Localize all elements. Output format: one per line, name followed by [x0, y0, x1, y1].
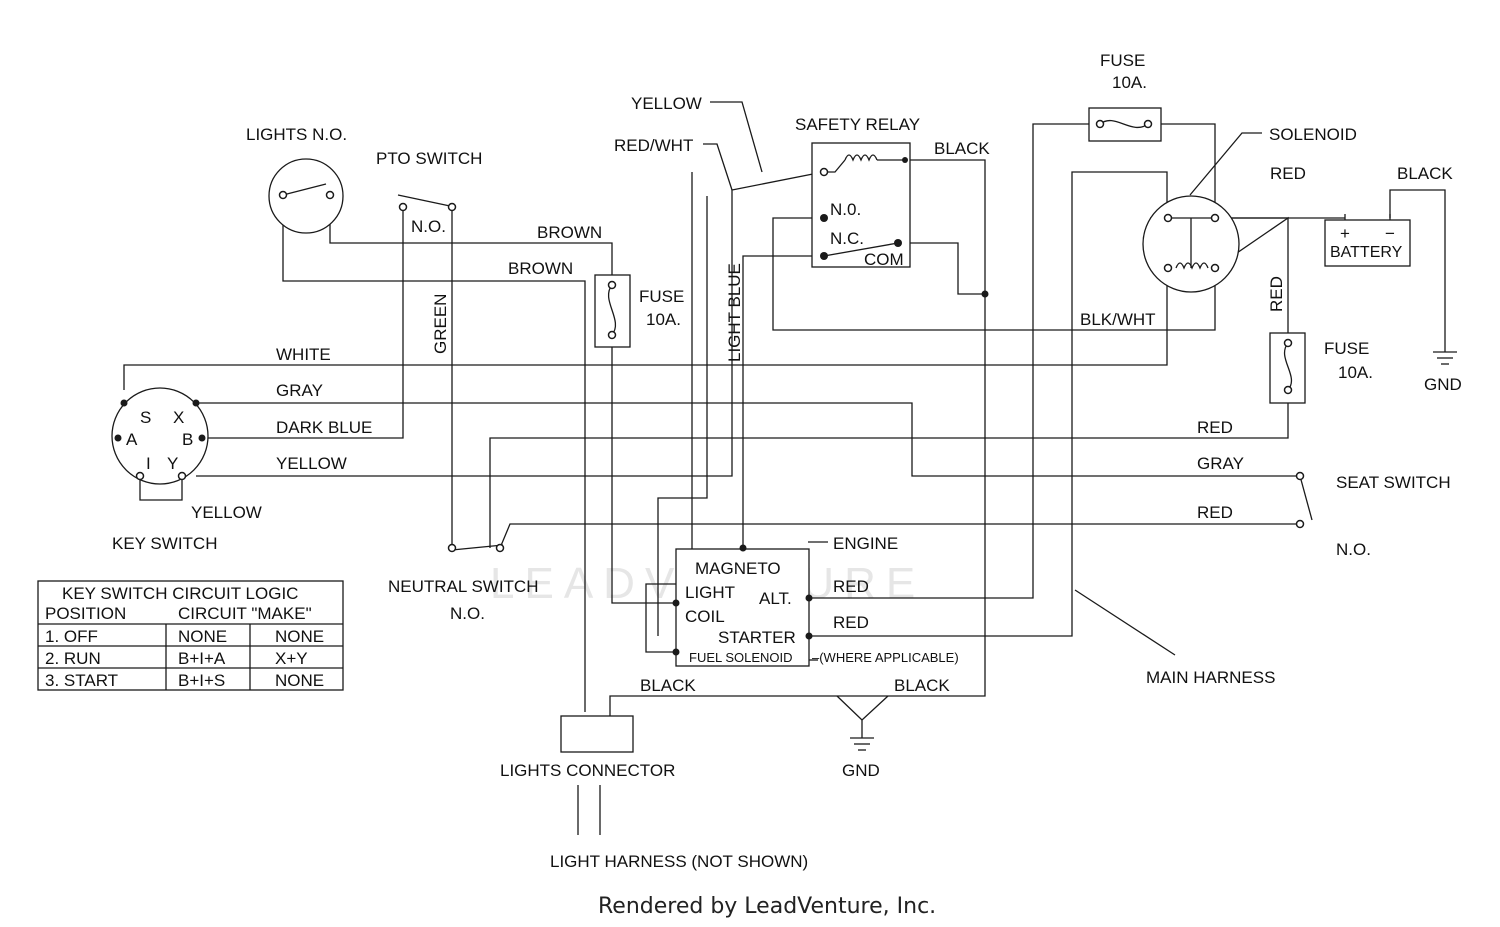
- table-col-position: POSITION: [45, 604, 126, 623]
- label-lights-connector: LIGHTS CONNECTOR: [500, 761, 675, 780]
- label-relay-nc: N.C.: [830, 229, 864, 248]
- key-switch-logic-table: KEY SWITCH CIRCUIT LOGIC POSITION CIRCUI…: [37, 580, 344, 691]
- label-lights-no: LIGHTS N.O.: [246, 125, 347, 144]
- label-bat-black: BLACK: [1397, 164, 1453, 183]
- table-row-c1: B+I+S: [178, 671, 225, 690]
- label-light: LIGHT: [685, 583, 735, 602]
- label-brown-1: BROWN: [537, 223, 602, 242]
- label-eng-red-1: RED: [833, 577, 869, 596]
- label-light-blue: LIGHT BLUE: [725, 263, 744, 362]
- label-bat-minus: −: [1385, 224, 1395, 243]
- label-ks-a: A: [126, 430, 138, 449]
- label-white: WHITE: [276, 345, 331, 364]
- wires: [123, 101, 1446, 835]
- label-seat-switch: SEAT SWITCH: [1336, 473, 1451, 492]
- table-row-pos: 3. START: [45, 671, 118, 690]
- label-main-harness: MAIN HARNESS: [1146, 668, 1275, 687]
- label-where-applicable: –(WHERE APPLICABLE): [812, 650, 959, 665]
- table-row-c2: NONE: [275, 671, 324, 690]
- ground-right-icon: [1433, 351, 1457, 365]
- label-light-harness: LIGHT HARNESS (NOT SHOWN): [550, 852, 808, 871]
- label-starter: STARTER: [718, 628, 796, 647]
- label-fuel-solenoid: FUEL SOLENOID: [689, 650, 793, 665]
- label-magneto: MAGNETO: [695, 559, 781, 578]
- lights-connector: [560, 715, 634, 753]
- label-fuse-right-rating: 10A.: [1338, 363, 1373, 382]
- label-relay-no: N.0.: [830, 200, 861, 219]
- label-fuse-top: FUSE: [1100, 51, 1145, 70]
- label-seat-no: N.O.: [1336, 540, 1371, 559]
- fuse-top: [1088, 107, 1162, 142]
- label-fuse-left: FUSE: [639, 287, 684, 306]
- table-row-pos: 1. OFF: [45, 627, 98, 646]
- fuse-right: [1269, 332, 1306, 404]
- label-bat-plus: +: [1340, 224, 1350, 243]
- label-pto-switch: PTO SWITCH: [376, 149, 482, 168]
- battery: [1324, 214, 1411, 267]
- key-switch: [111, 387, 209, 485]
- table-row-c2: NONE: [275, 627, 324, 646]
- label-red-vertical: RED: [1267, 276, 1286, 312]
- label-yellow-mid: YELLOW: [276, 454, 347, 473]
- label-safety-relay: SAFETY RELAY: [795, 115, 920, 134]
- label-gray-right: GRAY: [1197, 454, 1244, 473]
- label-yellow-top: YELLOW: [631, 94, 702, 113]
- seat-switch: [1295, 471, 1313, 529]
- label-dark-blue: DARK BLUE: [276, 418, 372, 437]
- label-relay-black: BLACK: [934, 139, 990, 158]
- label-fuse-right: FUSE: [1324, 339, 1369, 358]
- label-gnd-bottom: GND: [842, 761, 880, 780]
- table-row-c2: X+Y: [275, 649, 308, 668]
- neutral-switch: [447, 543, 505, 553]
- label-black-left: BLACK: [640, 676, 696, 695]
- safety-relay: [811, 142, 911, 268]
- label-ks-x: X: [173, 408, 184, 427]
- labels: LIGHTS N.O. PTO SWITCH N.O. BROWN BROWN …: [112, 51, 1462, 871]
- label-sol-red: RED: [1270, 164, 1306, 183]
- label-brown-2: BROWN: [508, 259, 573, 278]
- engine-block: [672, 544, 813, 667]
- label-engine: ENGINE: [833, 534, 898, 553]
- label-eng-red-2: RED: [833, 613, 869, 632]
- label-battery: BATTERY: [1330, 244, 1403, 261]
- table-row-c1: B+I+A: [178, 649, 226, 668]
- pto-switch: [397, 194, 457, 212]
- label-blk-wht: BLK/WHT: [1080, 310, 1156, 329]
- label-solenoid: SOLENOID: [1269, 125, 1357, 144]
- label-key-switch: KEY SWITCH: [112, 534, 217, 553]
- ground-bottom-icon: [850, 737, 874, 751]
- label-ks-y: Y: [167, 454, 178, 473]
- label-relay-com: COM: [864, 250, 904, 269]
- label-gray: GRAY: [276, 381, 323, 400]
- table-title: KEY SWITCH CIRCUIT LOGIC: [62, 584, 298, 603]
- label-alt: ALT.: [759, 589, 792, 608]
- label-red-right-1: RED: [1197, 418, 1233, 437]
- label-coil: COIL: [685, 607, 725, 626]
- label-red-right-2: RED: [1197, 503, 1233, 522]
- label-fuse-top-rating: 10A.: [1112, 73, 1147, 92]
- label-red-wht: RED/WHT: [614, 136, 693, 155]
- fuse-left: [594, 274, 631, 348]
- label-ks-b: B: [182, 430, 193, 449]
- label-neutral-no: N.O.: [450, 604, 485, 623]
- label-gnd-right: GND: [1424, 375, 1462, 394]
- label-fuse-left-rating: 10A.: [646, 310, 681, 329]
- solenoid: [1142, 195, 1240, 293]
- footer-credit: Rendered by LeadVenture, Inc.: [598, 894, 936, 919]
- label-pto-no: N.O.: [411, 217, 446, 236]
- table-row-c1: NONE: [178, 627, 227, 646]
- label-ks-i: I: [146, 454, 151, 473]
- label-yellow-low: YELLOW: [191, 503, 262, 522]
- label-neutral-switch: NEUTRAL SWITCH: [388, 577, 539, 596]
- table-col-make: CIRCUIT "MAKE": [178, 604, 312, 623]
- label-ks-s: S: [140, 408, 151, 427]
- label-black-right: BLACK: [894, 676, 950, 695]
- label-green: GREEN: [431, 294, 450, 354]
- lights-switch: [268, 158, 344, 234]
- table-row-pos: 2. RUN: [45, 649, 101, 668]
